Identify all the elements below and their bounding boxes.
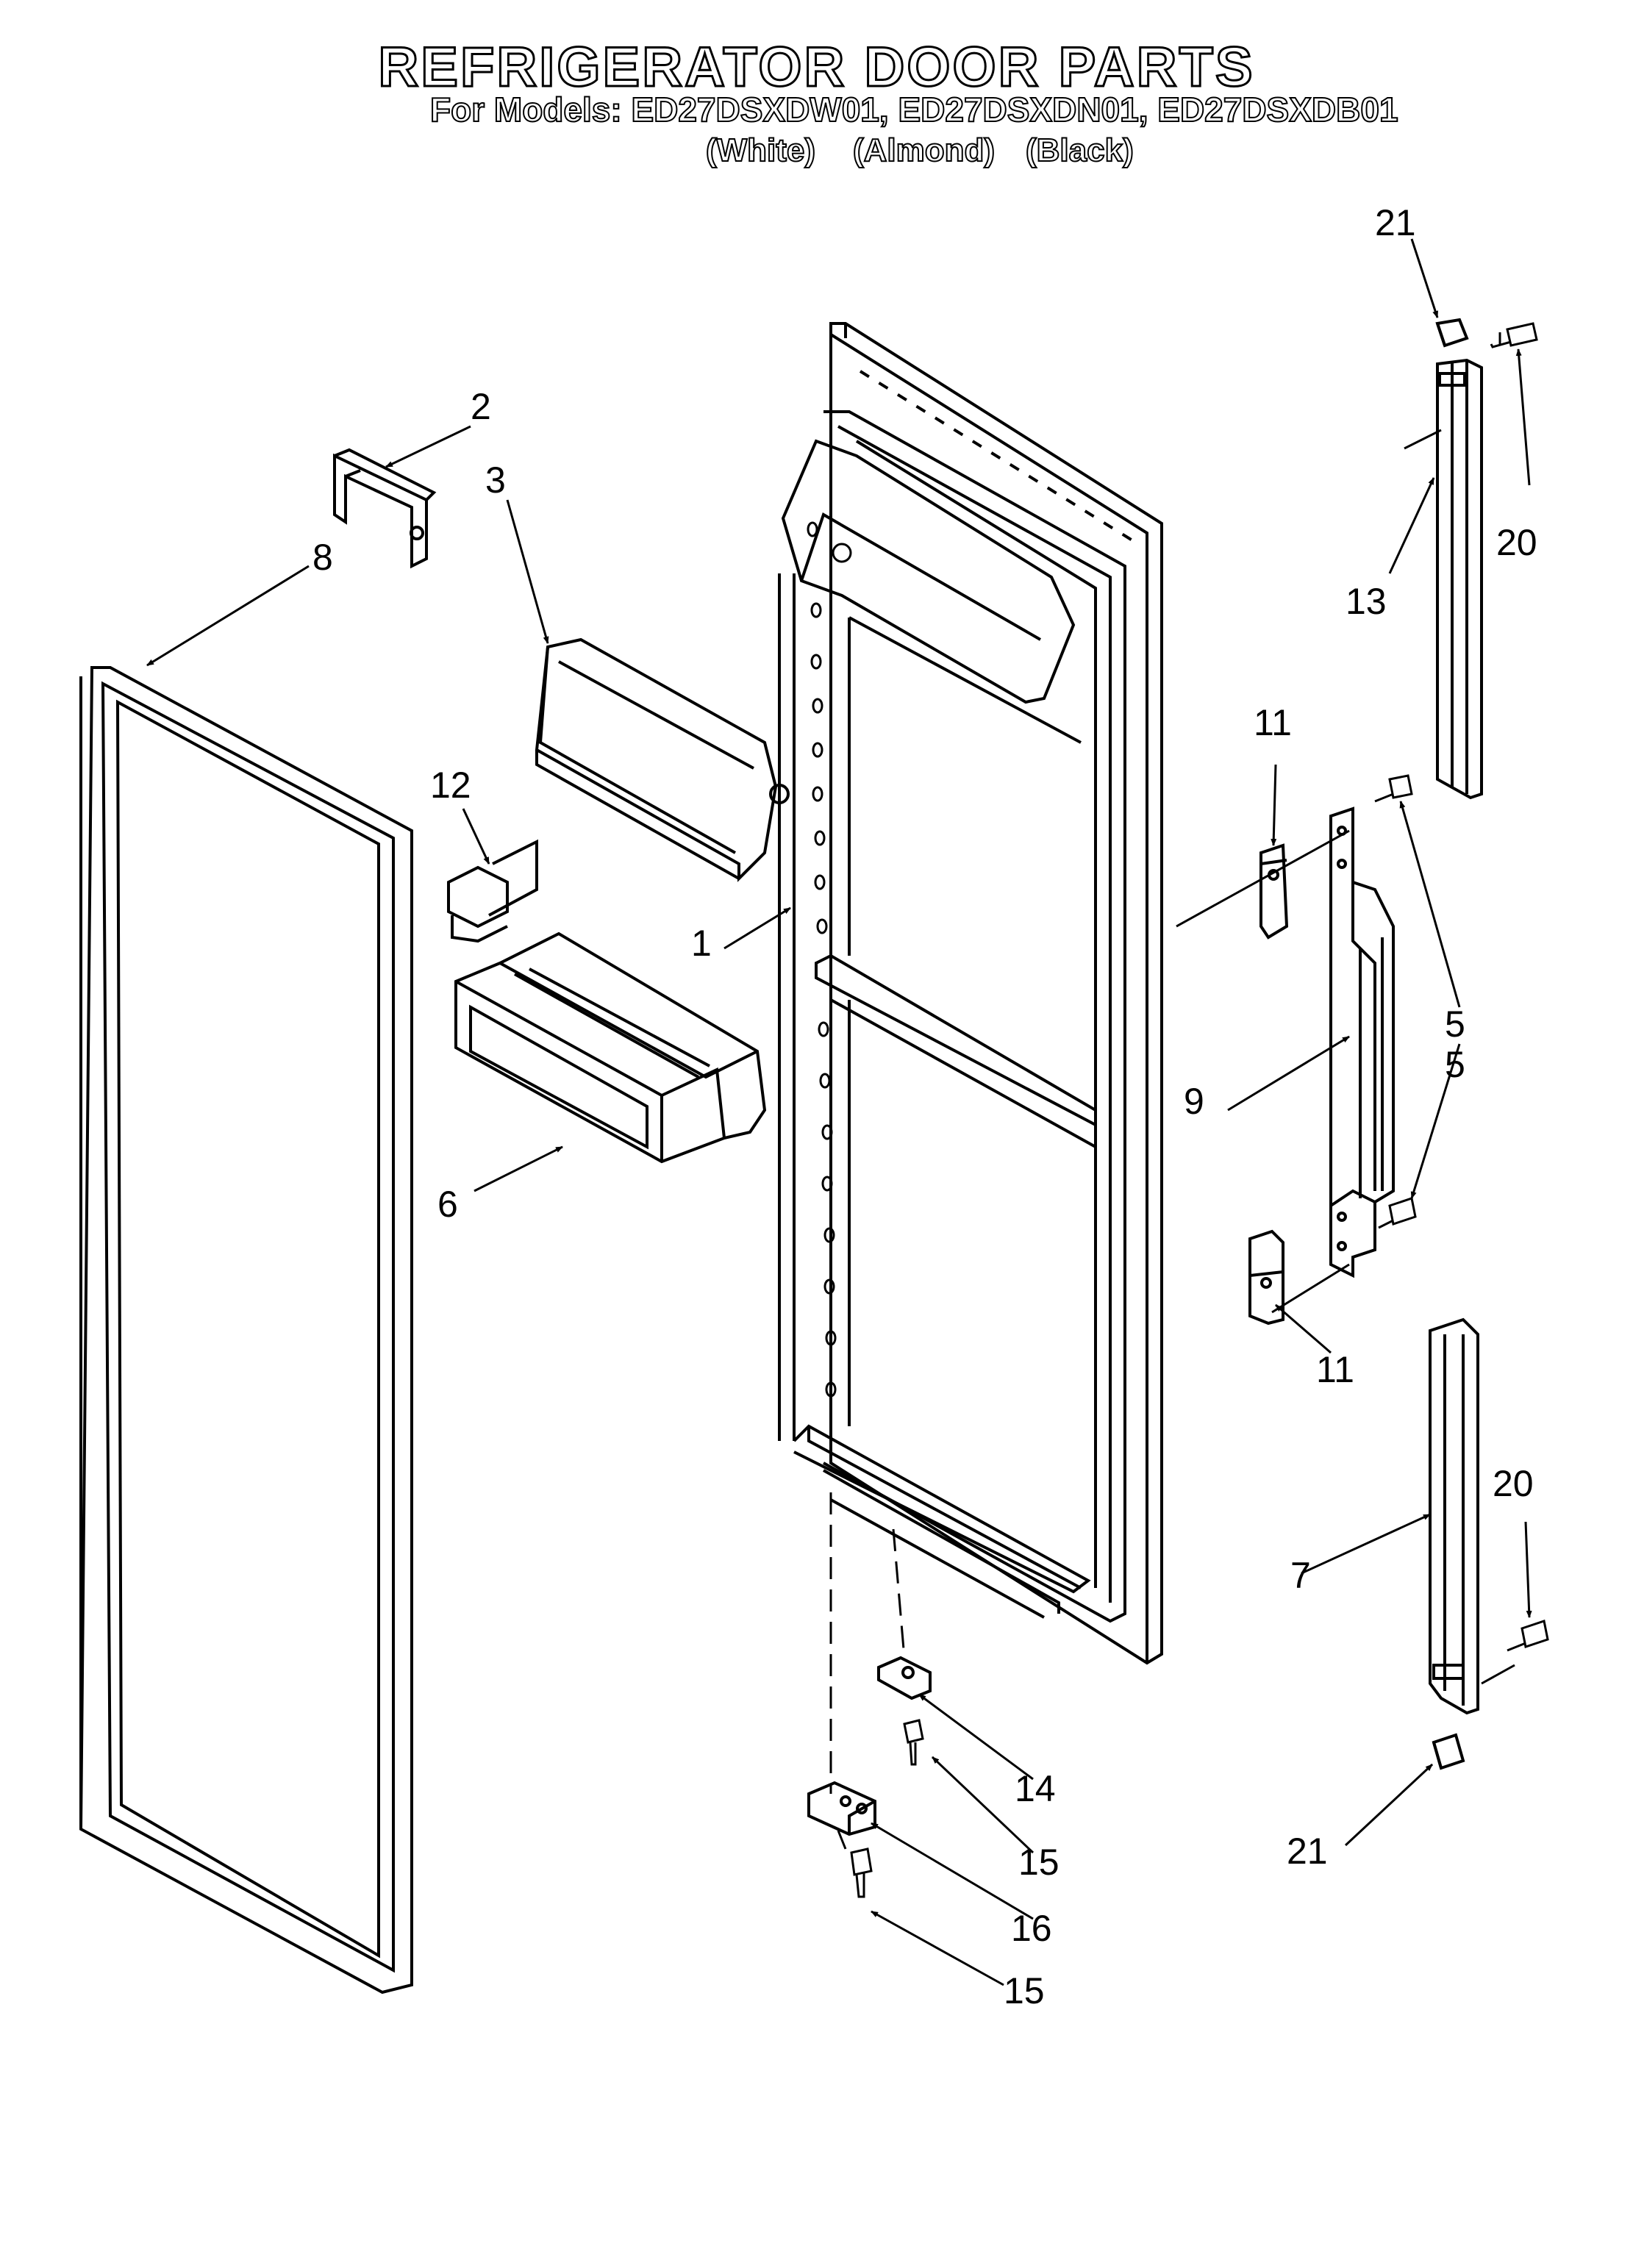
part-hinge-bracket (807, 1781, 876, 1836)
part-door-handle (1329, 806, 1395, 1278)
alignment-lines (829, 1492, 906, 1850)
variant-black: (Black) (1025, 132, 1134, 169)
part-screw-20-top (1490, 322, 1538, 348)
part-dairy-bracket (447, 839, 538, 943)
part-cover-clip (333, 448, 437, 569)
variant-white: (White) (705, 132, 816, 169)
callout-20-top: 20 (1496, 522, 1537, 563)
callout-21-bottom: 21 (1287, 1831, 1328, 1872)
part-door-liner-holes (807, 521, 852, 1398)
callout-7: 7 (1290, 1555, 1311, 1596)
part-handle-shim-bottom (1248, 1229, 1284, 1326)
model-list: For Models: ED27DSXDW01, ED27DSXDN01, ED… (429, 90, 1399, 129)
callout-8: 8 (312, 537, 333, 578)
part-screw-15-bottom (850, 1847, 873, 1898)
callout-5-bottom: 5 (1445, 1044, 1465, 1085)
callout-11-top: 11 (1254, 702, 1292, 743)
part-handle-shim-top (1259, 843, 1289, 940)
callout-21-top: 21 (1375, 202, 1416, 243)
reference-lines (1176, 429, 1515, 1685)
callout-14: 14 (1015, 1768, 1056, 1809)
part-dairy-door (535, 637, 790, 882)
part-screw-15-top (903, 1719, 924, 1766)
part-end-cap-bottom (1432, 1733, 1465, 1770)
callout-3: 3 (485, 459, 506, 501)
variant-almond: (Almond) (852, 132, 996, 169)
callout-20-bottom: 20 (1493, 1463, 1534, 1504)
callout-9: 9 (1184, 1081, 1204, 1122)
callout-5-top: 5 (1445, 1004, 1465, 1045)
part-door-gasket (79, 666, 413, 1995)
callout-12: 12 (430, 765, 471, 806)
callout-2: 2 (471, 386, 491, 427)
part-hinge-bushing (877, 1656, 932, 1700)
callout-11-bottom: 11 (1316, 1349, 1354, 1390)
part-screw-5-bottom (1378, 1197, 1417, 1229)
callout-1: 1 (691, 923, 712, 964)
callout-13: 13 (1346, 581, 1387, 622)
part-handle-trim-top (1436, 358, 1483, 800)
leader-lines (146, 238, 1532, 1986)
part-screw-20-bottom (1507, 1620, 1549, 1652)
part-handle-trim-bottom (1429, 1317, 1479, 1715)
callout-15-top: 15 (1018, 1842, 1060, 1883)
part-door-liner (778, 322, 1163, 1665)
part-screw-5-top (1374, 774, 1413, 803)
callout-16: 16 (1011, 1908, 1052, 1949)
part-end-cap-top (1435, 318, 1469, 348)
page-title: REFRIGERATOR DOOR PARTS (377, 35, 1255, 100)
callout-6: 6 (437, 1184, 458, 1225)
callouts: 2 3 8 12 1 6 21 20 13 11 5 5 9 11 20 7 2… (312, 202, 1537, 2011)
part-door-bin (454, 931, 767, 1164)
callout-15-bottom: 15 (1004, 1970, 1045, 2011)
